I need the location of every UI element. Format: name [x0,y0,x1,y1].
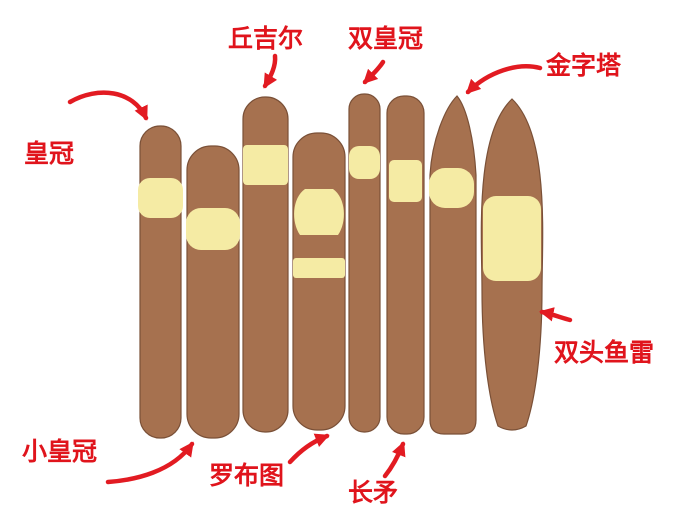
arrow-pyramid [465,64,543,95]
arrow-lancero [382,441,406,479]
cigar-petit-corona [138,125,183,439]
label-churchill: 丘吉尔 [228,24,303,53]
cigar-lancero [386,95,425,435]
arrow-double-corona [362,59,386,85]
arrow-robusto [287,433,330,465]
label-corona: 皇冠 [24,139,74,168]
arrow-perfecto [539,307,573,323]
cigar-perfecto [480,98,544,431]
cigar-robusto [292,132,346,431]
cigar-band [243,145,288,185]
cigar-band [429,168,474,208]
arrow-churchill [262,53,278,89]
cigar-band [389,160,422,202]
label-double-corona: 双皇冠 [348,24,423,53]
label-lancero: 长矛 [348,478,398,507]
cigar-band [483,196,541,281]
cigar-band [186,208,240,250]
cigar-pyramid [429,95,477,435]
cigar-band [138,178,183,218]
cigar-lancero-short [348,93,381,433]
cigar-band-secondary [293,258,345,278]
label-perfecto: 双头鱼雷 [554,338,654,367]
label-petit-corona: 小皇冠 [22,437,97,466]
cigar-corona-gorda [186,145,240,439]
label-pyramid: 金字塔 [545,51,622,80]
cigar-churchill [242,96,289,433]
arrow-petit-corona [105,441,195,485]
arrow-corona [67,90,149,121]
label-robusto: 罗布图 [209,461,284,490]
cigar-band [349,146,380,179]
cigar-band [294,189,344,235]
